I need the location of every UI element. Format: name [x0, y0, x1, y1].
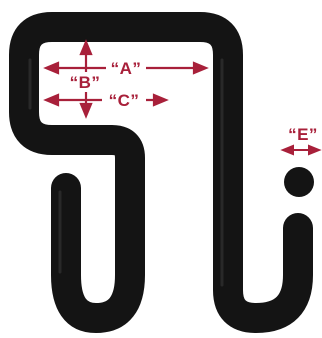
- dimension-e-arrow: [280, 144, 322, 156]
- label-a: “A”: [111, 59, 142, 78]
- label-c-bg: [102, 90, 146, 110]
- label-e: “E”: [288, 125, 318, 144]
- s-hook-body: [9, 12, 313, 333]
- label-b: “B”: [70, 73, 101, 92]
- label-b-bg: [66, 72, 104, 92]
- label-c: “C”: [109, 91, 140, 110]
- hook-end-knob: [284, 167, 314, 197]
- s-hook-highlight: [28, 58, 224, 287]
- label-a-bg: [106, 58, 146, 78]
